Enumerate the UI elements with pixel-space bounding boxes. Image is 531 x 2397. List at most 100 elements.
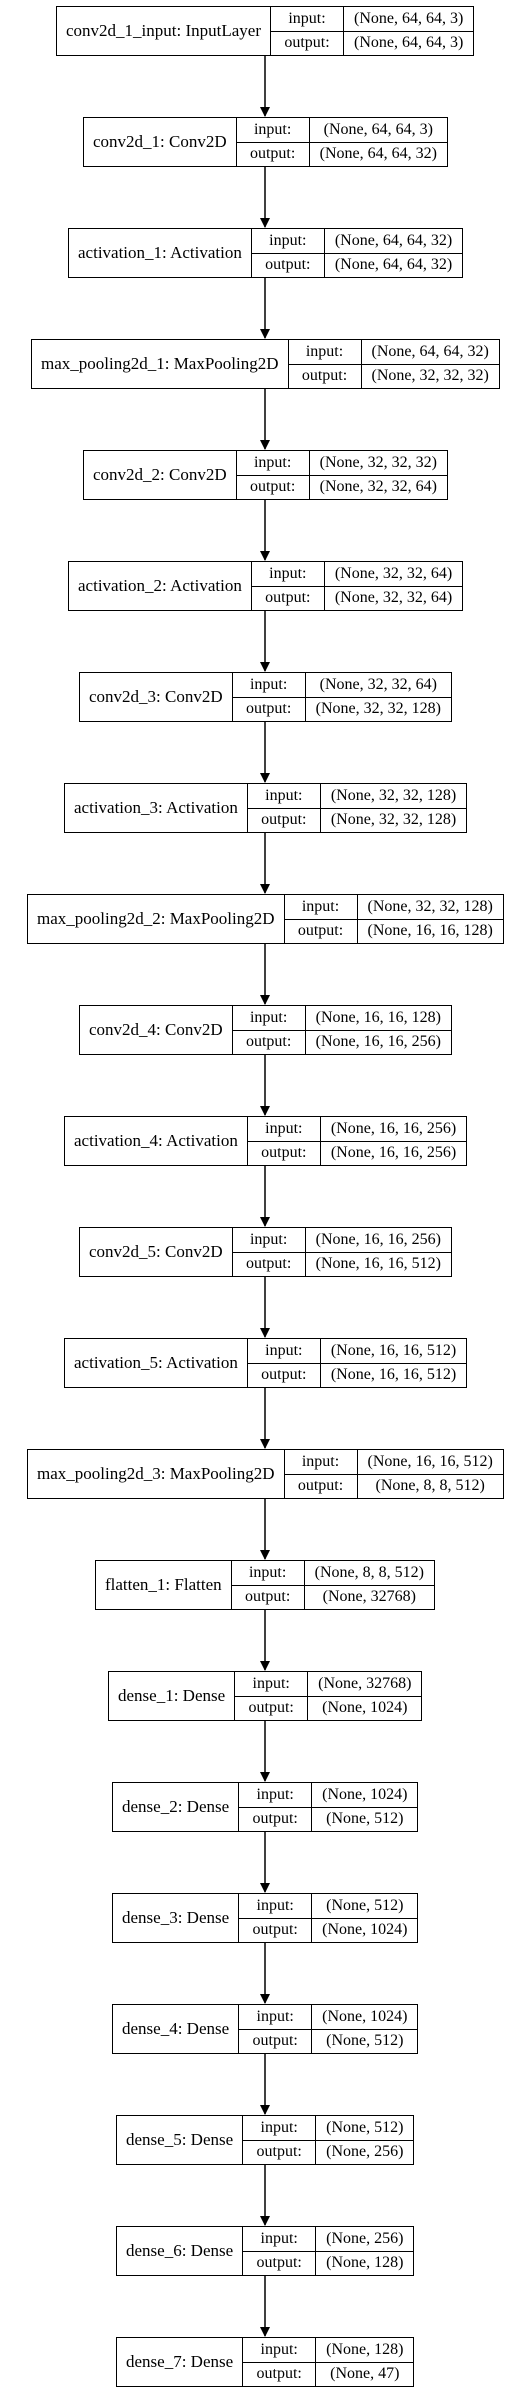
input-label: input: [284,1450,357,1475]
input-label: input: [247,1339,320,1364]
output-shape: (None, 47) [330,2365,400,2383]
io-labels: input: output: [232,673,306,721]
io-labels: input: output: [243,2227,317,2275]
input-label: input: [247,784,320,809]
output-label: output: [256,2254,302,2272]
io-values: (None, 16, 16, 256) (None, 16, 16, 512) [305,1228,451,1276]
io-values: (None, 512) (None, 1024) [312,1894,418,1942]
output-shape: (None, 16, 16, 128) [367,922,493,940]
layer-node-20: dense_5: Dense input: output: (None, 512… [116,2115,415,2165]
output-shape: (None, 16, 16, 256) [330,1144,457,1162]
input-label: input: [239,2005,312,2030]
input-shape: (None, 32, 32, 64) [324,562,463,587]
layer-name: dense_2: Dense [113,1783,240,1831]
input-label: input: [284,895,357,920]
input-shape: (None, 512) [316,2116,414,2141]
input-label: input: [232,1006,305,1031]
input-shape: (None, 1024) [312,1783,418,1808]
input-label: input: [251,229,324,254]
io-values: (None, 256) (None, 128) [316,2227,414,2275]
layer-name: max_pooling2d_3: MaxPooling2D [28,1450,285,1498]
io-values: (None, 1024) (None, 512) [312,1783,418,1831]
output-shape: (None, 32, 32, 64) [319,478,437,496]
input-shape: (None, 16, 16, 128) [305,1006,451,1031]
io-values: (None, 8, 8, 512) (None, 32768) [304,1561,434,1609]
input-label: input: [239,1894,312,1919]
io-labels: input: output: [231,1561,305,1609]
layer-name: dense_7: Dense [117,2338,244,2386]
output-shape: (None, 64, 64, 32) [319,145,437,163]
io-values: (None, 16, 16, 128) (None, 16, 16, 256) [305,1006,451,1054]
input-label: input: [243,2116,316,2141]
layer-node-10: conv2d_4: Conv2D input: output: (None, 1… [79,1005,452,1055]
io-labels: input: output: [236,451,310,499]
layer-name: activation_2: Activation [69,562,252,610]
io-values: (None, 32, 32, 128) (None, 32, 32, 128) [320,784,467,832]
output-shape: (None, 512) [326,2032,404,2050]
output-label: output: [261,1366,307,1384]
output-label: output: [265,256,311,274]
output-shape: (None, 1024) [322,1699,408,1717]
layer-name: flatten_1: Flatten [96,1561,232,1609]
output-label: output: [245,700,292,718]
io-values: (None, 1024) (None, 512) [312,2005,418,2053]
input-shape: (None, 64, 64, 32) [324,229,463,254]
layer-node-12: conv2d_5: Conv2D input: output: (None, 1… [79,1227,452,1277]
output-shape: (None, 512) [326,1810,404,1828]
layer-name: conv2d_1_input: InputLayer [57,7,271,55]
io-labels: input: output: [247,1339,321,1387]
io-labels: input: output: [251,562,325,610]
output-shape: (None, 32, 32, 128) [315,700,441,718]
io-values: (None, 16, 16, 512) (None, 16, 16, 512) [320,1339,467,1387]
io-labels: input: output: [239,2005,313,2053]
io-values: (None, 32, 32, 128) (None, 16, 16, 128) [357,895,503,943]
layer-node-14: max_pooling2d_3: MaxPooling2D input: out… [27,1449,504,1499]
input-label: input: [243,2227,316,2252]
output-shape: (None, 32, 32, 32) [371,367,489,385]
output-shape: (None, 128) [326,2254,404,2272]
layer-name: conv2d_1: Conv2D [84,118,237,166]
output-label: output: [261,811,307,829]
input-label: input: [251,562,324,587]
output-label: output: [249,478,296,496]
io-values: (None, 512) (None, 256) [316,2116,414,2164]
io-values: (None, 64, 64, 32) (None, 32, 32, 32) [361,340,499,388]
layer-name: activation_4: Activation [65,1117,248,1165]
io-labels: input: output: [239,1894,313,1942]
input-label: input: [247,1117,320,1142]
output-label: output: [265,589,311,607]
io-labels: input: output: [239,1783,313,1831]
output-shape: (None, 16, 16, 512) [330,1366,457,1384]
output-shape: (None, 64, 64, 32) [334,256,453,274]
layer-node-17: dense_2: Dense input: output: (None, 102… [112,1782,419,1832]
output-shape: (None, 16, 16, 512) [315,1255,441,1273]
layer-node-8: activation_3: Activation input: output: … [64,783,468,833]
layer-name: dense_6: Dense [117,2227,244,2275]
layer-node-21: dense_6: Dense input: output: (None, 256… [116,2226,415,2276]
io-values: (None, 16, 16, 256) (None, 16, 16, 256) [320,1117,467,1165]
output-label: output: [284,34,330,52]
io-labels: input: output: [235,1672,309,1720]
io-labels: input: output: [232,1228,306,1276]
input-label: input: [232,673,305,698]
output-shape: (None, 8, 8, 512) [375,1477,485,1495]
io-labels: input: output: [251,229,325,277]
layer-name: conv2d_5: Conv2D [80,1228,233,1276]
input-label: input: [243,2338,316,2363]
input-label: input: [236,451,309,476]
input-shape: (None, 32, 32, 128) [320,784,467,809]
output-label: output: [261,1144,307,1162]
io-labels: input: output: [247,1117,321,1165]
layer-name: max_pooling2d_1: MaxPooling2D [32,340,289,388]
layer-node-3: activation_1: Activation input: output: … [68,228,464,278]
input-label: input: [231,1561,304,1586]
output-shape: (None, 32, 32, 64) [334,589,453,607]
layer-node-2: conv2d_1: Conv2D input: output: (None, 6… [83,117,448,167]
input-shape: (None, 32, 32, 32) [309,451,447,476]
io-values: (None, 32, 32, 64) (None, 32, 32, 64) [324,562,463,610]
output-label: output: [245,1033,292,1051]
output-label: output: [244,1588,291,1606]
input-shape: (None, 32, 32, 64) [305,673,451,698]
output-label: output: [252,1810,298,1828]
layer-node-1: conv2d_1_input: InputLayer input: output… [56,6,475,56]
